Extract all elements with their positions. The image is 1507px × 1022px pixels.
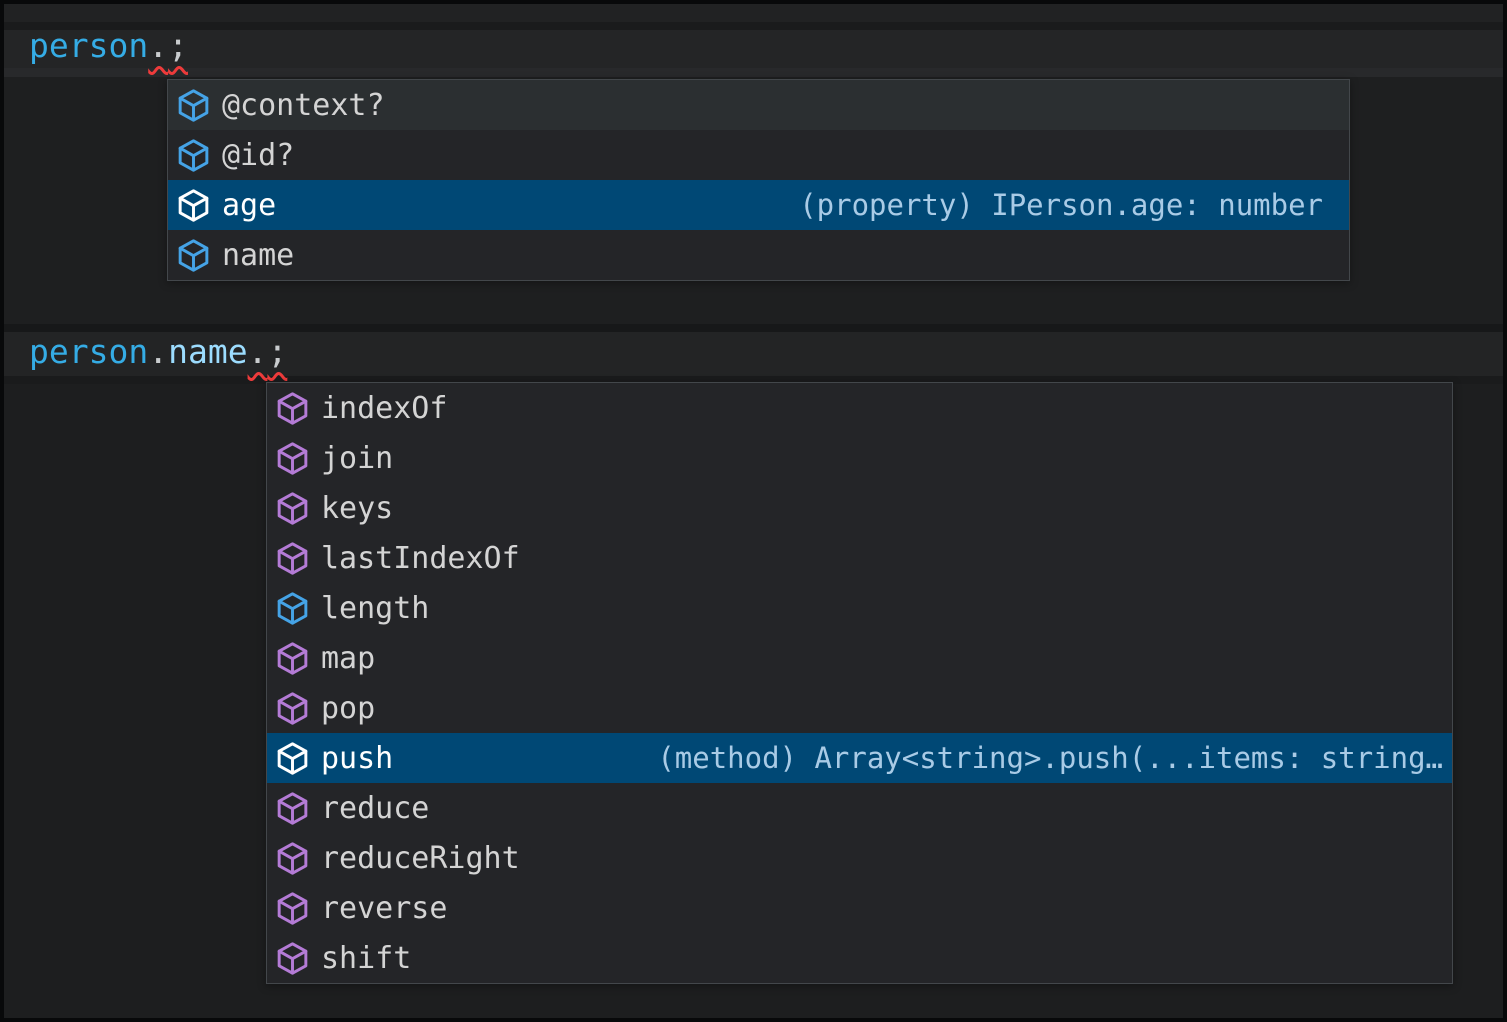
symbol-method-icon	[274, 840, 310, 876]
symbol-method-icon	[274, 890, 310, 926]
suggestion-item-join[interactable]: join	[267, 433, 1452, 483]
suggestion-label: push	[321, 740, 394, 776]
suggestion-detail: (property) IPerson.age: number	[799, 188, 1323, 222]
suggestion-label: name	[222, 237, 295, 273]
suggestion-label: keys	[321, 490, 394, 526]
suggest-widget-person-members: @context? @id? age (property) IPerson.ag…	[167, 79, 1350, 281]
symbol-method-icon	[274, 790, 310, 826]
code-line-1[interactable]: person.;	[29, 24, 188, 68]
suggestion-label: length	[321, 590, 430, 626]
symbol-property-icon	[274, 590, 310, 626]
suggestion-label: map	[321, 640, 376, 676]
suggestion-item-name[interactable]: name	[168, 230, 1349, 280]
code-token-dot: .	[148, 332, 169, 371]
suggestion-label: reverse	[321, 890, 448, 926]
suggestion-label: lastIndexOf	[321, 540, 520, 576]
code-token-name: name	[168, 332, 248, 371]
symbol-method-icon	[274, 390, 310, 426]
symbol-method-icon	[274, 540, 310, 576]
code-token-semicolon: ;	[168, 26, 188, 65]
code-line-2[interactable]: person.name.;	[29, 330, 287, 374]
symbol-method-icon	[274, 490, 310, 526]
suggestion-item-push[interactable]: push (method) Array<string>.push(...item…	[267, 733, 1452, 783]
suggestion-item-pop[interactable]: pop	[267, 683, 1452, 733]
symbol-method-icon	[274, 940, 310, 976]
suggestion-item-length[interactable]: length	[267, 583, 1452, 633]
code-token-dot: .	[148, 26, 169, 65]
code-token-person: person	[29, 332, 149, 371]
suggestion-item-indexof[interactable]: indexOf	[267, 383, 1452, 433]
suggest-widget-string-members: indexOf join keys lastIndexOf length map…	[266, 382, 1453, 984]
suggestion-item-age[interactable]: age (property) IPerson.age: number	[168, 180, 1349, 230]
suggestion-label: reduceRight	[321, 840, 520, 876]
suggestion-label: pop	[321, 690, 376, 726]
suggestion-label: reduce	[321, 790, 430, 826]
symbol-property-icon	[175, 87, 211, 123]
suggestion-item-lastindexof[interactable]: lastIndexOf	[267, 533, 1452, 583]
suggestion-item-reduceright[interactable]: reduceRight	[267, 833, 1452, 883]
symbol-property-icon	[175, 187, 211, 223]
code-token-semicolon: ;	[267, 332, 288, 371]
suggestion-label: join	[321, 440, 394, 476]
symbol-method-icon	[274, 440, 310, 476]
suggestion-label: age	[222, 187, 277, 223]
suggestion-label: indexOf	[321, 390, 448, 426]
code-token-person: person	[29, 26, 149, 65]
symbol-property-icon	[175, 237, 211, 273]
suggestion-label: @id?	[222, 137, 295, 173]
suggestion-item-reverse[interactable]: reverse	[267, 883, 1452, 933]
code-token-dot: .	[247, 332, 268, 371]
suggestion-detail: (method) Array<string>.push(...items: st…	[657, 741, 1443, 775]
suggestion-label: shift	[321, 940, 412, 976]
suggestion-item-context[interactable]: @context?	[168, 80, 1349, 130]
suggestion-item-keys[interactable]: keys	[267, 483, 1452, 533]
symbol-method-icon	[274, 690, 310, 726]
symbol-property-icon	[175, 137, 211, 173]
suggestion-item-map[interactable]: map	[267, 633, 1452, 683]
symbol-method-icon	[274, 740, 310, 776]
suggestion-item-id[interactable]: @id?	[168, 130, 1349, 180]
suggestion-item-reduce[interactable]: reduce	[267, 783, 1452, 833]
symbol-method-icon	[274, 640, 310, 676]
suggestion-label: @context?	[222, 87, 385, 123]
suggestion-item-shift[interactable]: shift	[267, 933, 1452, 983]
